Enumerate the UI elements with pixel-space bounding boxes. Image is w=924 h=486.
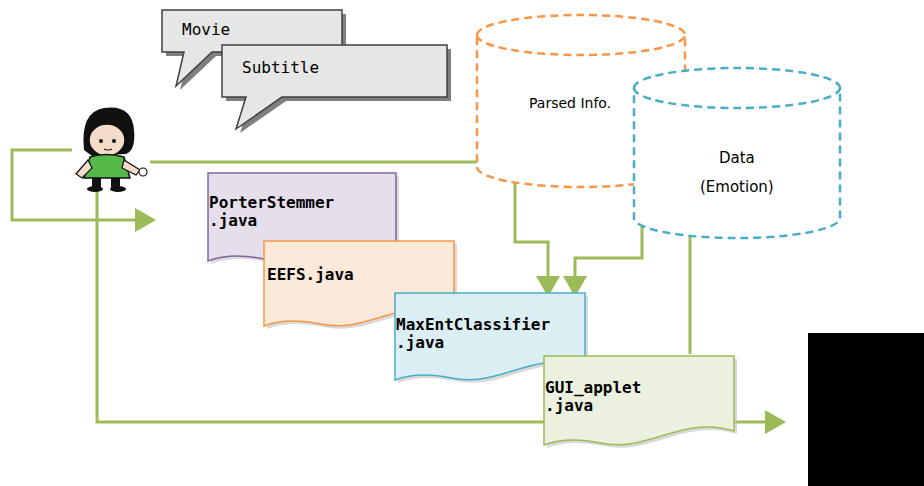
- file-name: MaxEntClassifier .java: [396, 316, 550, 353]
- doc-outline: [544, 356, 734, 445]
- cylinder-rim: [477, 35, 685, 55]
- source-file: GUI_applet .java: [543, 355, 735, 451]
- bubble-outline: [222, 45, 447, 129]
- bubble-text: Movie: [182, 21, 230, 39]
- database-cylinder: Data (Emotion): [632, 68, 842, 238]
- cylinder-rim: [634, 88, 840, 108]
- user-figure: [76, 107, 147, 192]
- flow-arrow: [689, 236, 692, 354]
- store-label: Parsed Info.: [529, 95, 611, 111]
- output-screen: [808, 333, 924, 486]
- flow-arrow: [515, 182, 548, 291]
- file-name: GUI_applet .java: [545, 379, 641, 416]
- flow-line: [735, 421, 780, 424]
- speech-bubble: Subtitle: [222, 45, 450, 135]
- file-name: EEFS.java: [267, 266, 354, 284]
- store-label: Data (Emotion): [700, 144, 774, 201]
- file-name: PorterStemmer .java: [209, 194, 334, 231]
- cylinder-outline: [634, 68, 840, 238]
- flow-line: [150, 161, 478, 164]
- flow-line: [12, 150, 150, 220]
- bubble-text: Subtitle: [242, 59, 319, 77]
- flow-arrow: [575, 226, 642, 291]
